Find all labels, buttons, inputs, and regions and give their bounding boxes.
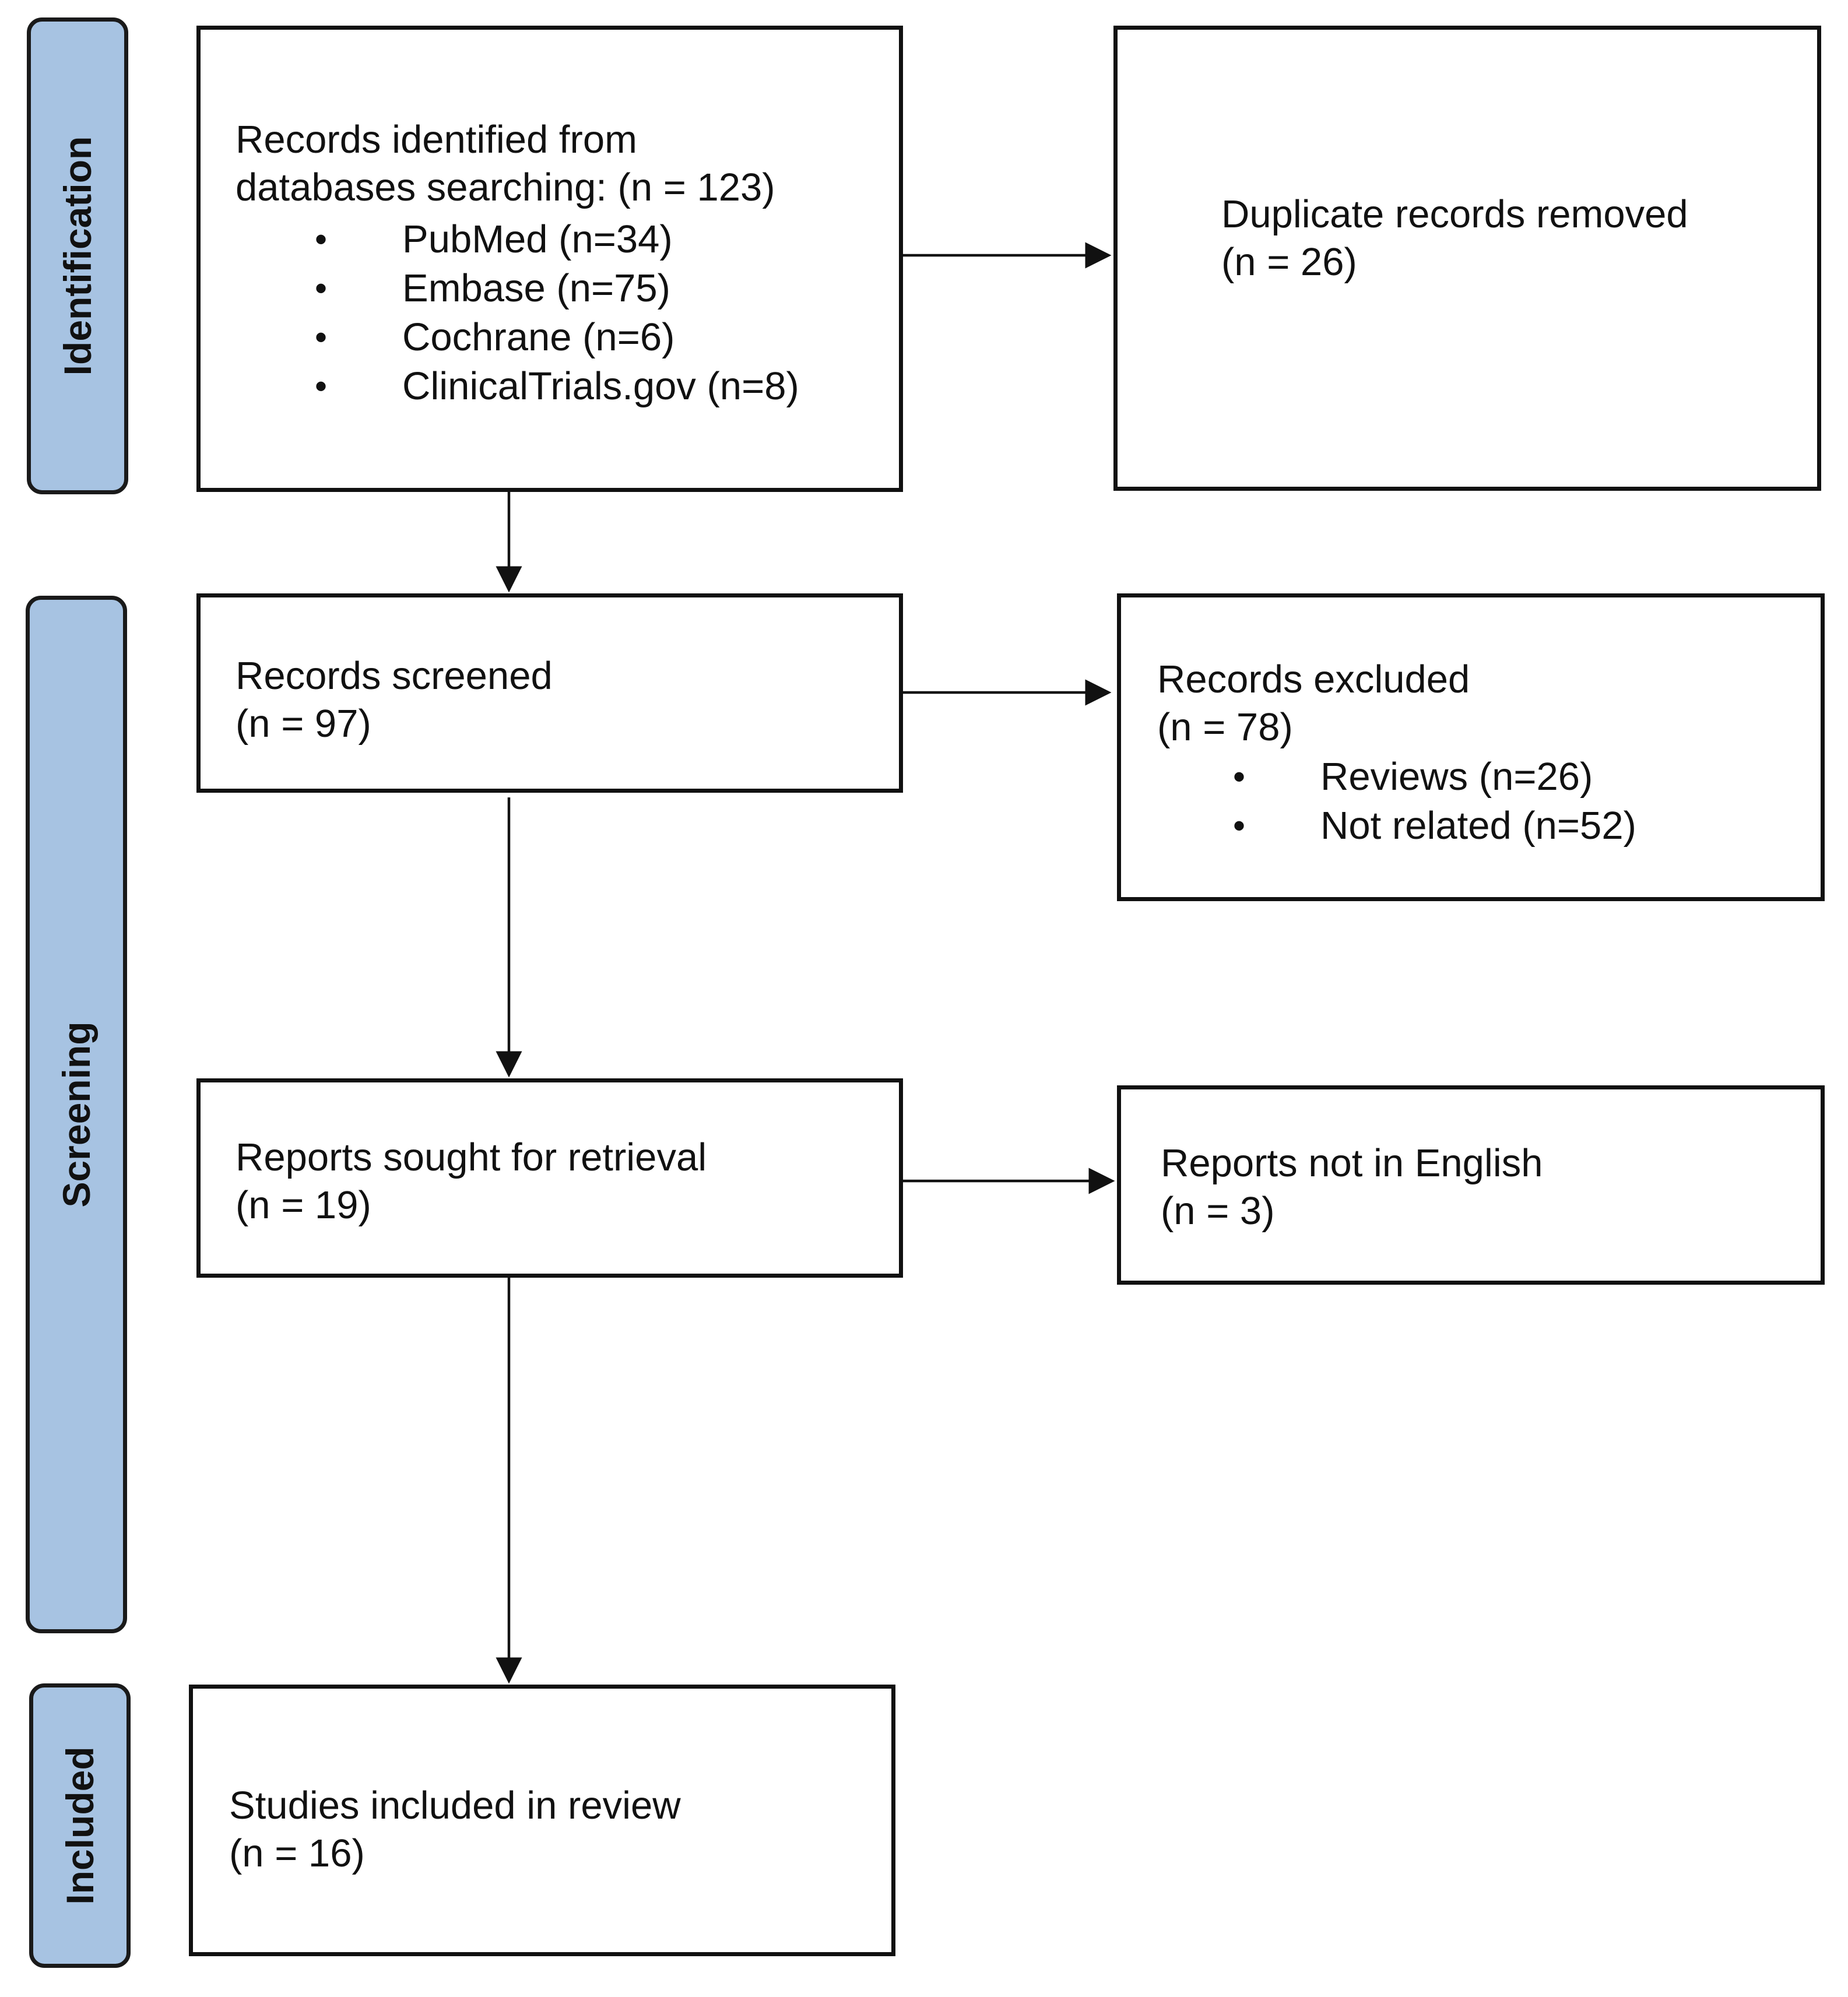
studies-included-box: Studies included in review (n = 16) <box>189 1685 895 1956</box>
reports-not-english-title: Reports not in English <box>1161 1141 1543 1185</box>
duplicates-removed-title: Duplicate records removed <box>1221 192 1688 236</box>
exclusion-item-reviews: •Reviews (n=26) <box>1233 755 1593 799</box>
database-item-embase: •Embase (n=75) <box>315 266 670 310</box>
records-excluded-box: Records excluded (n = 78) •Reviews (n=26… <box>1117 593 1825 901</box>
studies-included-count: (n = 16) <box>229 1831 365 1875</box>
reports-sought-count: (n = 19) <box>236 1183 371 1227</box>
reports-sought-box: Reports sought for retrieval (n = 19) <box>196 1078 903 1278</box>
records-identified-count: databases searching: (n = 123) <box>236 166 775 209</box>
records-screened-count: (n = 97) <box>236 702 371 746</box>
phase-screening: Screening <box>26 596 127 1633</box>
records-excluded-title: Records excluded <box>1157 658 1470 701</box>
records-screened-title: Records screened <box>236 654 553 698</box>
records-excluded-count: (n = 78) <box>1157 705 1293 749</box>
records-screened-box: Records screened (n = 97) <box>196 593 903 793</box>
phase-included: Included <box>29 1683 131 1968</box>
reports-not-english-count: (n = 3) <box>1161 1189 1275 1233</box>
reports-not-english-box: Reports not in English (n = 3) <box>1117 1085 1825 1285</box>
database-item-clinicaltrials: •ClinicalTrials.gov (n=8) <box>315 364 799 408</box>
phase-identification: Identification <box>27 17 128 494</box>
studies-included-title: Studies included in review <box>229 1784 681 1827</box>
duplicates-removed-count: (n = 26) <box>1221 240 1357 284</box>
database-item-cochrane: •Cochrane (n=6) <box>315 315 675 359</box>
database-list: •PubMed (n=34) •Embase (n=75) •Cochrane … <box>315 215 799 411</box>
reports-sought-title: Reports sought for retrieval <box>236 1135 707 1179</box>
duplicates-removed-box: Duplicate records removed (n = 26) <box>1113 26 1821 491</box>
exclusion-item-not-related: •Not related (n=52) <box>1233 804 1636 848</box>
exclusion-reasons-list: •Reviews (n=26) •Not related (n=52) <box>1233 753 1636 850</box>
records-identified-box: Records identified from databases search… <box>196 26 903 492</box>
records-identified-title: Records identified from <box>236 118 637 161</box>
database-item-pubmed: •PubMed (n=34) <box>315 217 673 261</box>
